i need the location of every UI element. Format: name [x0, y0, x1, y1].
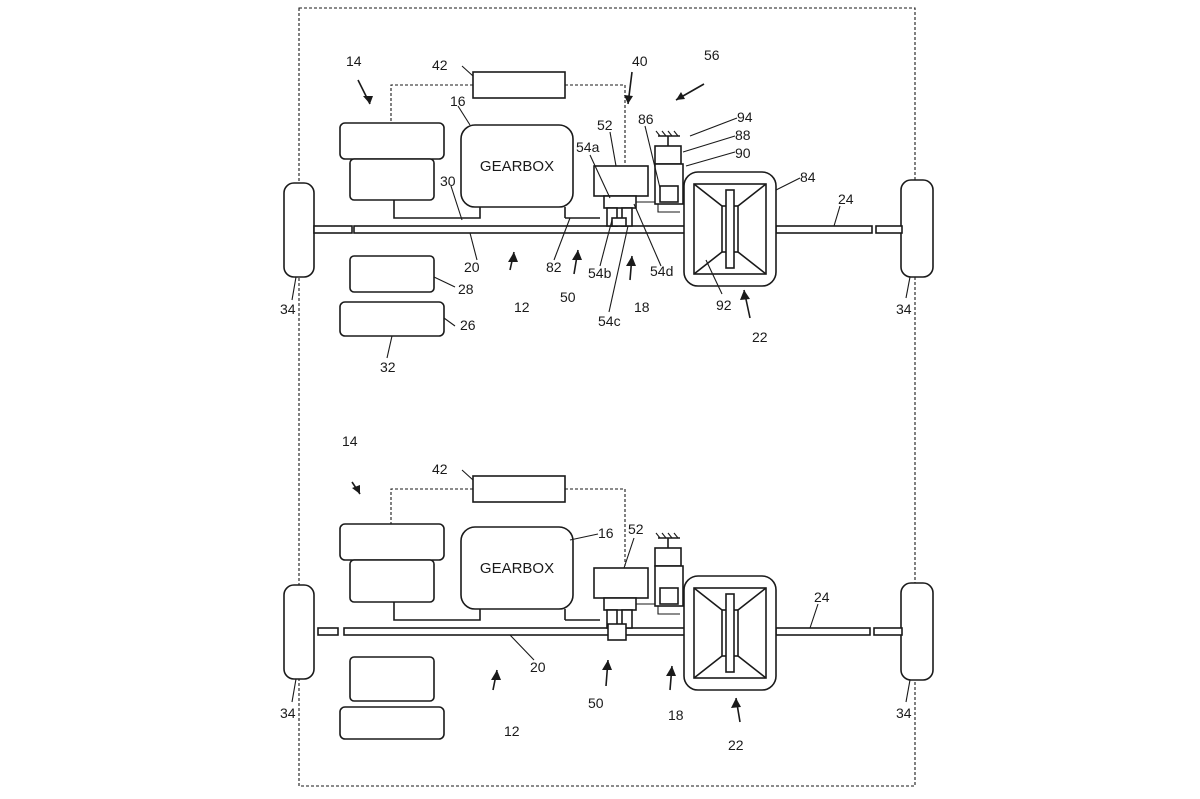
bottom-rear-axle	[775, 627, 871, 636]
top-label-56: 56	[704, 47, 720, 63]
bottom-engine-lower-a	[349, 656, 435, 702]
top-actuator-88	[654, 145, 682, 165]
bottom-label-16: 16	[598, 525, 614, 541]
top-control-line-left	[390, 84, 473, 123]
top-front-axle	[353, 225, 693, 234]
top-label-34-right: 34	[896, 301, 912, 317]
top-label-90: 90	[735, 145, 751, 161]
top-label-92: 92	[716, 297, 732, 313]
top-left-wheel	[283, 182, 315, 278]
bottom-left-wheel	[283, 584, 315, 680]
bottom-label-34-left: 34	[280, 705, 296, 721]
top-label-54b: 54b	[588, 265, 612, 281]
top-label-54c: 54c	[598, 313, 621, 329]
top-controller	[472, 71, 566, 99]
bottom-label-24: 24	[814, 589, 830, 605]
top-label-14: 14	[346, 53, 362, 69]
top-label-88: 88	[735, 127, 751, 143]
top-gearbox	[460, 124, 574, 208]
top-gearbox-link	[393, 200, 481, 219]
top-label-12: 12	[514, 299, 530, 315]
top-left-axle-stub	[313, 225, 353, 234]
top-label-54d: 54d	[650, 263, 673, 279]
top-label-22: 22	[752, 329, 768, 345]
top-engine-lower-b	[339, 301, 445, 337]
top-right-wheel	[900, 179, 934, 278]
bottom-label-34-right: 34	[896, 705, 912, 721]
top-label-82: 82	[546, 259, 562, 275]
top-label-94: 94	[737, 109, 753, 125]
top-label-32: 32	[380, 359, 396, 375]
bottom-left-axle-stub	[317, 627, 339, 636]
bottom-leaders	[291, 469, 911, 703]
top-gear-54	[603, 195, 637, 209]
top-label-26: 26	[460, 317, 476, 333]
bottom-label-12: 12	[504, 723, 520, 739]
top-label-16: 16	[450, 93, 466, 109]
bottom-motor	[593, 567, 649, 599]
bottom-label-52: 52	[628, 521, 644, 537]
bottom-label-18: 18	[668, 707, 684, 723]
top-leaders	[291, 65, 911, 359]
bottom-label-50: 50	[588, 695, 604, 711]
bottom-label-14: 14	[342, 433, 358, 449]
vehicle-boundary	[298, 7, 916, 787]
top-engine-lower-a	[349, 255, 435, 293]
top-figure: GEARBOX	[280, 47, 934, 375]
bottom-figure: GEARBOX	[280, 433, 934, 753]
top-arrows	[357, 71, 751, 319]
bottom-engine-lower-b	[339, 706, 445, 740]
top-label-84: 84	[800, 169, 816, 185]
top-label-24: 24	[838, 191, 854, 207]
top-label-86: 86	[638, 111, 654, 127]
top-label-54a: 54a	[576, 139, 600, 155]
top-rear-axle	[775, 225, 873, 234]
top-label-28: 28	[458, 281, 474, 297]
top-gearbox-text: GEARBOX	[480, 158, 554, 175]
top-label-30: 30	[440, 173, 456, 189]
top-label-50: 50	[560, 289, 576, 305]
top-right-axle-stub	[875, 225, 903, 234]
top-engine-upper-b	[349, 158, 435, 201]
bottom-controller	[472, 475, 566, 503]
top-label-20: 20	[464, 259, 480, 275]
bottom-label-42: 42	[432, 461, 448, 477]
bottom-gearbox-text: GEARBOX	[480, 560, 554, 577]
bottom-right-wheel	[900, 582, 934, 681]
top-control-line-right	[565, 84, 626, 165]
bottom-label-22: 22	[728, 737, 744, 753]
top-engine-upper-a	[339, 122, 445, 160]
bottom-engine-upper-a	[339, 523, 445, 561]
top-label-18: 18	[634, 299, 650, 315]
top-label-52: 52	[597, 117, 613, 133]
bottom-engine-upper-b	[349, 559, 435, 603]
bottom-right-axle-stub	[873, 627, 903, 636]
bottom-gearbox	[460, 526, 574, 610]
bottom-coupling-50	[607, 623, 627, 641]
bottom-arrows	[351, 481, 741, 723]
bottom-front-axle	[343, 627, 693, 636]
top-label-40: 40	[632, 53, 648, 69]
bottom-label-20: 20	[530, 659, 546, 675]
top-actuator-86	[659, 185, 679, 203]
top-label-42: 42	[432, 57, 448, 73]
top-label-34-left: 34	[280, 301, 296, 317]
